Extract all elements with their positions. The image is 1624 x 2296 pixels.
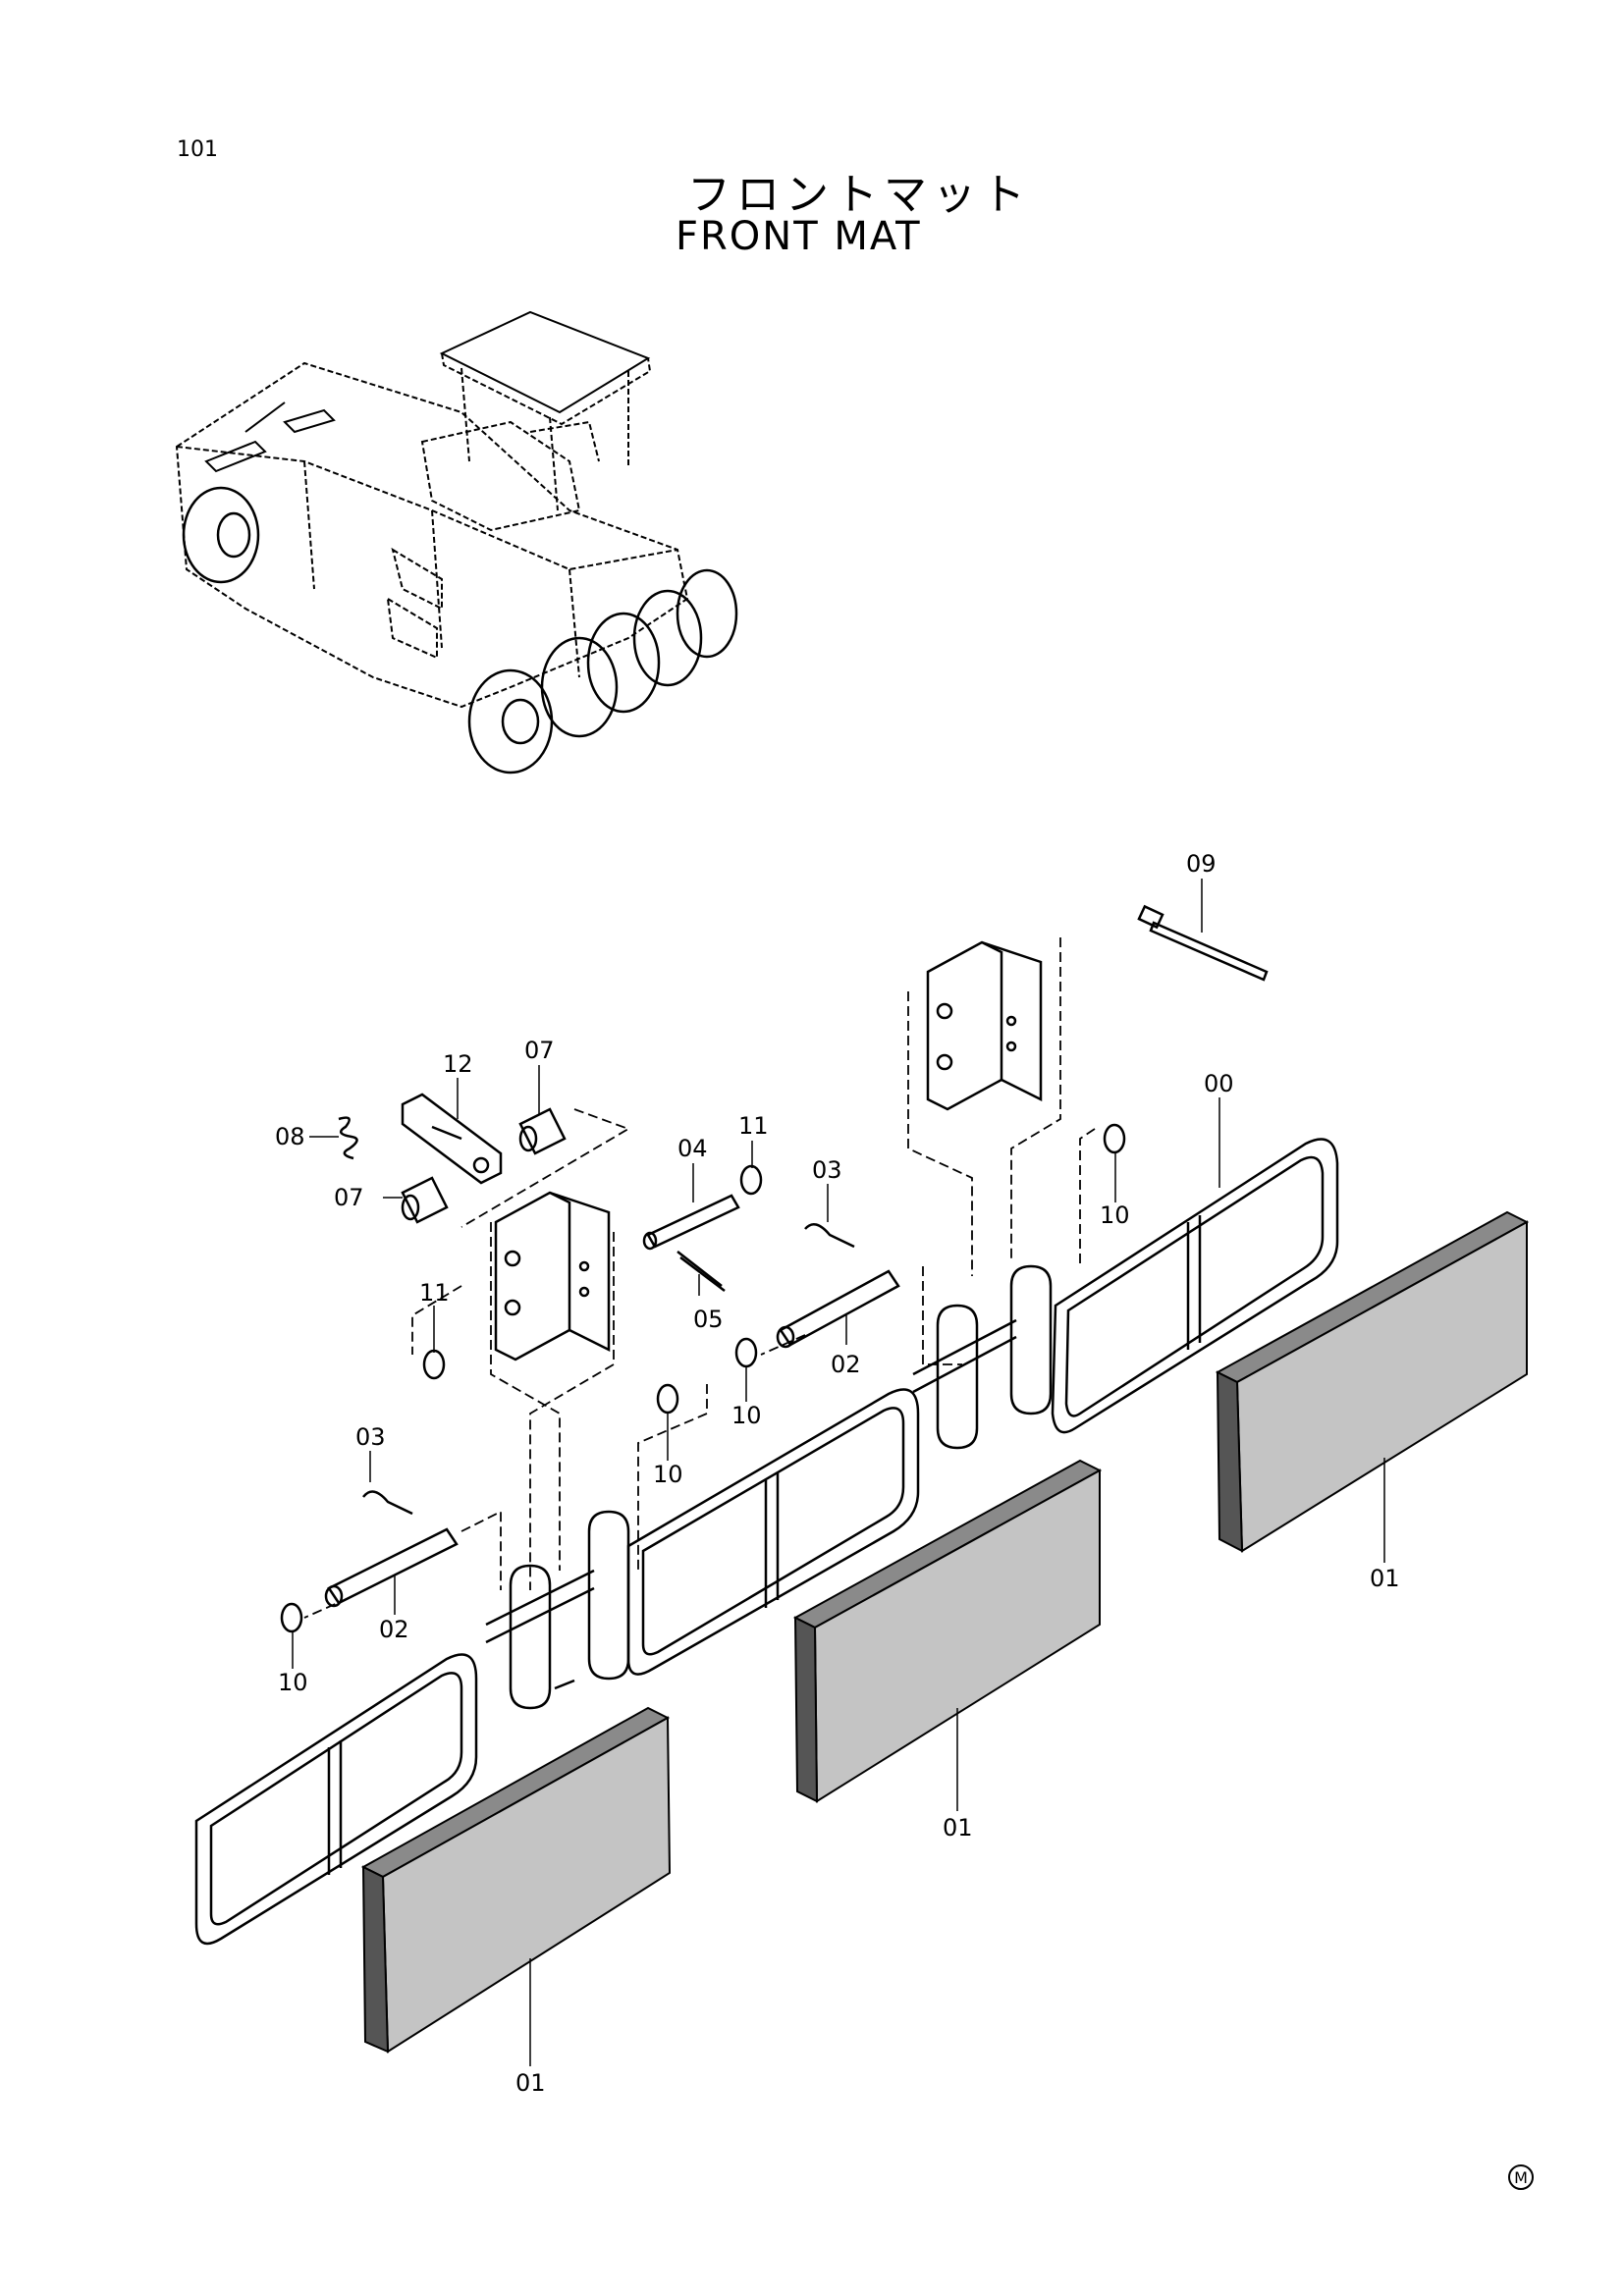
washer-10-left: [280, 1602, 303, 1633]
assembly-guide-lines: [303, 937, 1096, 1619]
washer-11-lower: [422, 1349, 446, 1380]
pin-part-04: [642, 1194, 740, 1251]
mat-frame-left: [194, 1653, 478, 1946]
mat-frame-center: [626, 1388, 920, 1676]
part-label-04: 04: [677, 1135, 708, 1162]
part-label-01-right: 01: [1370, 1565, 1400, 1592]
machine-overview-illustration: [175, 310, 689, 709]
machine-wheels: [182, 486, 738, 774]
collar-part-upper: [518, 1107, 567, 1155]
washer-10-center: [734, 1337, 758, 1368]
part-label-10-mid: 10: [653, 1461, 683, 1488]
circled-m-mark: M: [1508, 2164, 1534, 2190]
mat-pad-left: [360, 1706, 672, 2054]
circled-m-letter: M: [1514, 2168, 1528, 2187]
part-label-02-upper: 02: [831, 1351, 861, 1378]
cotter-pin-part: [677, 1251, 726, 1292]
hair-pin-lower: [362, 1490, 413, 1516]
pin-part-02-lower: [324, 1527, 459, 1608]
band-clip-part: [1137, 904, 1269, 982]
part-label-07-lower: 07: [334, 1184, 364, 1211]
title-english: FRONT MAT: [676, 214, 922, 259]
part-label-11-upper: 11: [738, 1112, 769, 1140]
lever-part: [401, 1093, 503, 1185]
part-label-09: 09: [1186, 850, 1217, 878]
title-japanese: フロントマット: [687, 170, 1031, 220]
part-label-05: 05: [693, 1306, 724, 1333]
part-label-03-upper: 03: [812, 1156, 842, 1184]
spring-part: [338, 1116, 358, 1160]
part-label-01-center: 01: [943, 1814, 973, 1842]
washer-10-right: [1103, 1123, 1126, 1154]
part-label-10-center: 10: [731, 1402, 762, 1429]
washer-11-upper: [739, 1164, 763, 1196]
mat-frame-right: [1051, 1138, 1339, 1434]
part-label-02-lower: 02: [379, 1616, 409, 1643]
mat-pad-center: [792, 1459, 1103, 1803]
part-label-10-left: 10: [278, 1669, 308, 1696]
washer-10-mid: [656, 1383, 679, 1415]
part-label-11-lower: 11: [419, 1279, 450, 1307]
collar-part-lower: [401, 1176, 449, 1224]
part-label-01-left: 01: [515, 2069, 546, 2097]
pin-part-02-upper: [776, 1269, 900, 1349]
hinge-center: [485, 1510, 630, 1710]
part-labels: 09 12 07 08 07 11 04 03 00 10 05 02 11 1…: [275, 850, 1400, 2097]
bracket-right: [926, 940, 1043, 1111]
part-label-07-upper: 07: [524, 1037, 555, 1064]
part-label-03-lower: 03: [355, 1423, 386, 1451]
bracket-center: [494, 1191, 611, 1362]
front-mat-assembly: [194, 904, 1339, 1946]
leader-lines: [292, 879, 1385, 2066]
part-label-12: 12: [443, 1050, 473, 1078]
hinge-right: [912, 1264, 1053, 1450]
part-label-10-right: 10: [1100, 1201, 1130, 1229]
part-label-08: 08: [275, 1123, 305, 1150]
page-number: 101: [177, 137, 218, 162]
hair-pin-upper: [804, 1222, 855, 1249]
part-label-00: 00: [1204, 1070, 1234, 1097]
mat-pad-right: [1215, 1210, 1530, 1553]
